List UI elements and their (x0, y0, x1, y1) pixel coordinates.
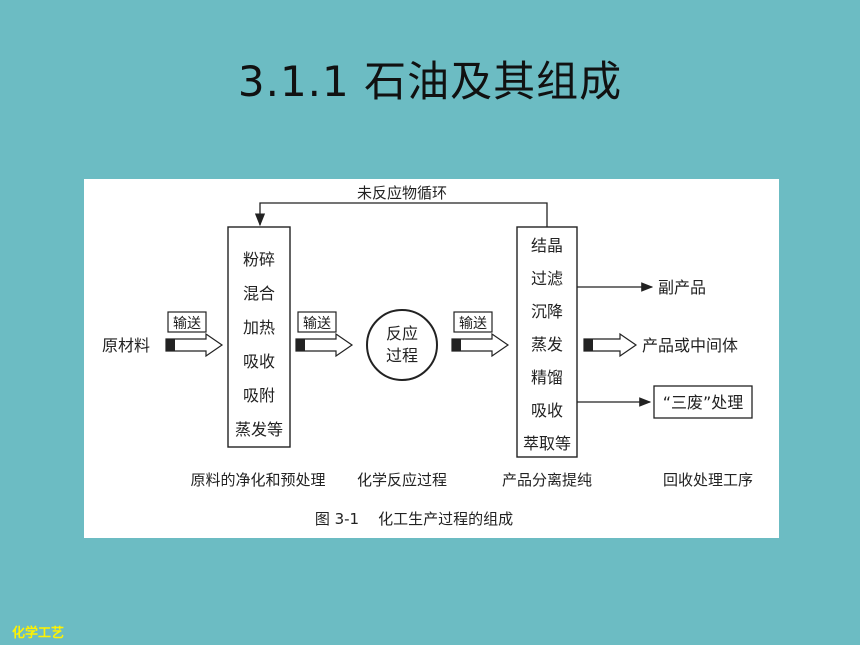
separation-step: 结晶 (531, 236, 563, 255)
figure-caption: 图 3-1 化工生产过程的组成 (315, 510, 513, 528)
pretreatment-step: 混合 (243, 284, 275, 303)
transport-label-2: 输送 (303, 316, 331, 332)
transport-arrow-1: 输送 (165, 311, 224, 358)
separation-step: 过滤 (531, 269, 563, 288)
byproduct-output: 副产品 (577, 278, 706, 297)
input-label: 原材料 (102, 336, 150, 355)
reactor-circle: 反应 过程 (366, 309, 438, 381)
pretreatment-step: 吸附 (243, 386, 275, 405)
pretreatment-box: 粉碎 混合 加热 吸收 吸附 蒸发等 (227, 226, 291, 448)
separation-step: 蒸发 (531, 335, 563, 354)
recycle-label: 未反应物循环 (357, 184, 447, 202)
transport-label-1: 输送 (173, 316, 201, 332)
reactor-label: 过程 (386, 346, 418, 365)
stage-label: 回收处理工序 (663, 471, 753, 489)
slide-title: 3.1.1 石油及其组成 (237, 57, 623, 106)
course-footer: 化学工艺 (12, 626, 65, 641)
transport-arrow-3: 输送 (451, 311, 510, 358)
transport-arrow-2: 输送 (295, 311, 354, 358)
product-output: 产品或中间体 (583, 332, 738, 358)
stage-label: 原料的净化和预处理 (190, 471, 325, 489)
pretreatment-step: 吸收 (243, 352, 275, 371)
pretreatment-step: 粉碎 (243, 250, 275, 269)
pretreatment-step: 蒸发等 (235, 420, 283, 439)
waste-output: “三废”处理 (577, 385, 753, 419)
byproduct-label: 副产品 (658, 278, 706, 297)
separation-step: 沉降 (531, 302, 563, 321)
separation-step: 精馏 (531, 368, 563, 387)
separation-step: 萃取等 (523, 434, 571, 453)
pretreatment-step: 加热 (243, 318, 275, 337)
transport-label-3: 输送 (459, 316, 487, 332)
stage-label: 产品分离提纯 (502, 471, 592, 489)
reactor-label: 反应 (386, 324, 418, 343)
stage-label: 化学反应过程 (357, 471, 447, 489)
recycle-loop: 未反应物循环 (254, 184, 548, 227)
separation-step: 吸收 (531, 401, 563, 420)
process-diagram: 未反应物循环 原材料 输送 粉碎 混合 加热 吸收 吸附 蒸发等 输送 (84, 179, 779, 538)
separation-box: 结晶 过滤 沉降 蒸发 精馏 吸收 萃取等 (516, 226, 578, 458)
waste-label: “三废”处理 (663, 393, 744, 412)
product-label: 产品或中间体 (642, 336, 738, 355)
